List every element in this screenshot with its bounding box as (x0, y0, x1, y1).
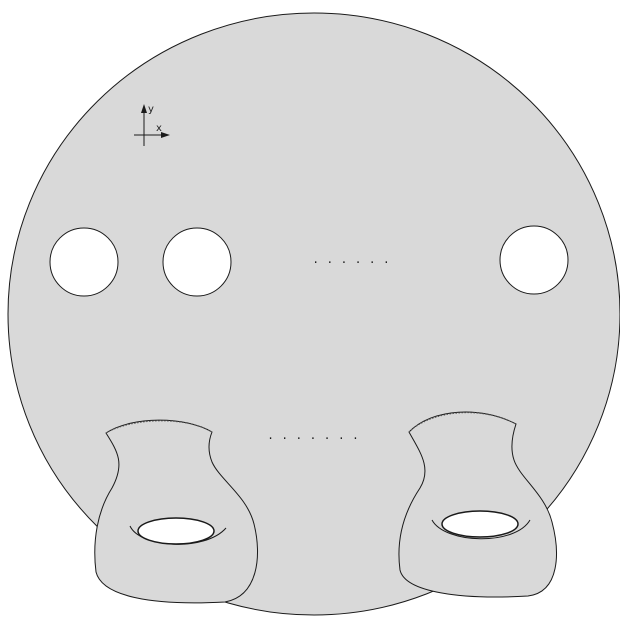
handle-right-opening (442, 511, 518, 537)
y-axis-label: y (148, 104, 154, 115)
hole-1 (50, 228, 118, 296)
holes-ellipsis: ...... (314, 252, 399, 267)
hole-n (500, 226, 568, 294)
handles-ellipsis: ....... (269, 428, 368, 443)
hole-2 (163, 228, 231, 296)
x-axis-label: x (156, 123, 162, 134)
handle-left-opening (138, 518, 214, 544)
